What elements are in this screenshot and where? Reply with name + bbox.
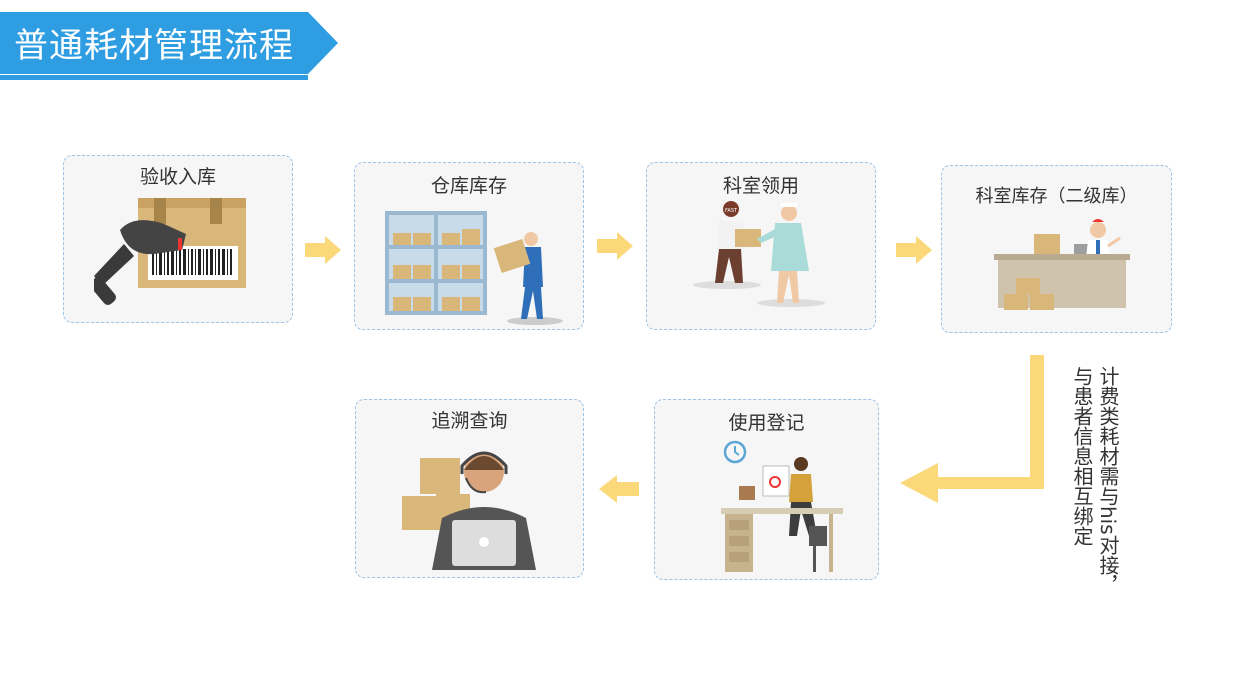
flow-arrow-right xyxy=(305,236,341,264)
flow-arrow-turn-left xyxy=(900,355,1044,503)
his-note-line2: 与患者信息相互绑定 xyxy=(1073,366,1093,546)
step-card-warehouse: 仓库库存 xyxy=(354,162,584,330)
pharmacy-counter-illustration xyxy=(994,219,1130,310)
step-label: 追溯查询 xyxy=(431,410,508,432)
clerk-at-desk-illustration xyxy=(721,440,843,572)
step-card-department-stock: 科室库存（二级库） xyxy=(941,165,1172,333)
step-card-receiving: 验收入库 xyxy=(63,155,293,323)
box-label-text: FAST xyxy=(725,208,738,214)
warehouse-shelf-illustration xyxy=(385,211,563,325)
page-title: 普通耗材管理流程 xyxy=(14,26,294,66)
clock-icon xyxy=(723,440,747,464)
barcode-scanner-illustration xyxy=(94,198,246,305)
banner-underline xyxy=(0,75,308,80)
step-card-traceability-query: 追溯查询 xyxy=(355,399,584,578)
flow-arrow-left xyxy=(599,475,639,503)
step-label: 验收入库 xyxy=(139,166,216,188)
his-note-line1: 计费类耗材需与his对接， xyxy=(1099,366,1119,594)
flow-arrow-right xyxy=(896,236,932,264)
step-card-usage-registration: 使用登记 xyxy=(654,399,879,580)
step-label: 科室库存（二级库） xyxy=(975,186,1138,207)
support-agent-illustration xyxy=(402,451,536,570)
flow-arrow-right xyxy=(597,232,633,260)
step-label: 使用登记 xyxy=(728,412,805,434)
title-banner: 普通耗材管理流程 xyxy=(0,12,340,74)
handover-illustration: FAST xyxy=(693,201,825,307)
banner-shape xyxy=(0,12,338,74)
step-card-department-requisition: 科室领用 FAST xyxy=(646,162,876,330)
step-label: 仓库库存 xyxy=(430,175,507,197)
step-label: 科室领用 xyxy=(722,175,799,197)
